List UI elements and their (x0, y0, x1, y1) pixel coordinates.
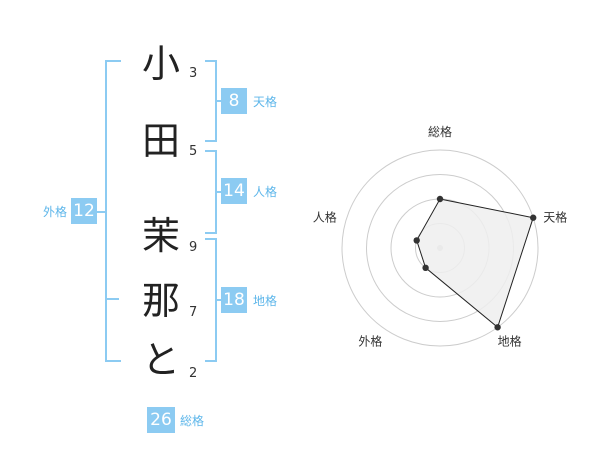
soukaku-value-badge: 26 (147, 407, 175, 433)
stroke-count-4: 7 (189, 305, 198, 320)
chikaku-connector (215, 299, 221, 301)
radar-points (413, 195, 537, 331)
chikaku-label: 地格 (253, 294, 278, 308)
gaikaku-value-badge: 12 (71, 198, 97, 224)
jinkaku-connector (215, 191, 221, 193)
radar-point-5 (413, 237, 420, 244)
tenkaku-value-badge: 8 (221, 88, 247, 114)
stroke-count-1: 3 (189, 66, 198, 81)
jinkaku-value-badge: 14 (221, 178, 247, 204)
gaikaku-bracket (105, 60, 121, 362)
soukaku-label: 総格 (180, 414, 205, 428)
gaikaku-bracket-tick (105, 298, 119, 300)
jinkaku-label: 人格 (253, 185, 278, 199)
radar-ring-4 (341, 149, 539, 347)
stroke-count-3: 9 (189, 240, 198, 255)
name-char-2: 田 (141, 119, 180, 163)
gaikaku-label: 外格 (42, 205, 67, 219)
name-char-3: 茉 (141, 214, 180, 258)
name-char-4: 那 (141, 279, 180, 323)
stroke-count-5: 2 (189, 366, 198, 381)
tenkaku-connector (215, 100, 221, 102)
stroke-count-2: 5 (189, 144, 198, 159)
radar-axis-label-5: 人格 (313, 210, 337, 225)
radar-axis-label-4: 外格 (358, 333, 382, 348)
radar-point-4 (422, 264, 429, 272)
radar-point-1 (436, 195, 444, 203)
radar-axis-label-3: 地格 (498, 333, 522, 348)
name-char-5: と (141, 338, 180, 382)
tenkaku-label: 天格 (253, 95, 278, 109)
chikaku-value-badge: 18 (221, 287, 247, 313)
radar-point-3 (494, 324, 501, 331)
name-char-1: 小 (141, 42, 180, 86)
radar-axis-label-1: 総格 (428, 124, 452, 139)
radar-point-2 (530, 214, 537, 221)
radar-axis-label-2: 天格 (543, 210, 567, 225)
gaikaku-connector (93, 211, 105, 213)
radar-series-polygon (416, 198, 534, 329)
